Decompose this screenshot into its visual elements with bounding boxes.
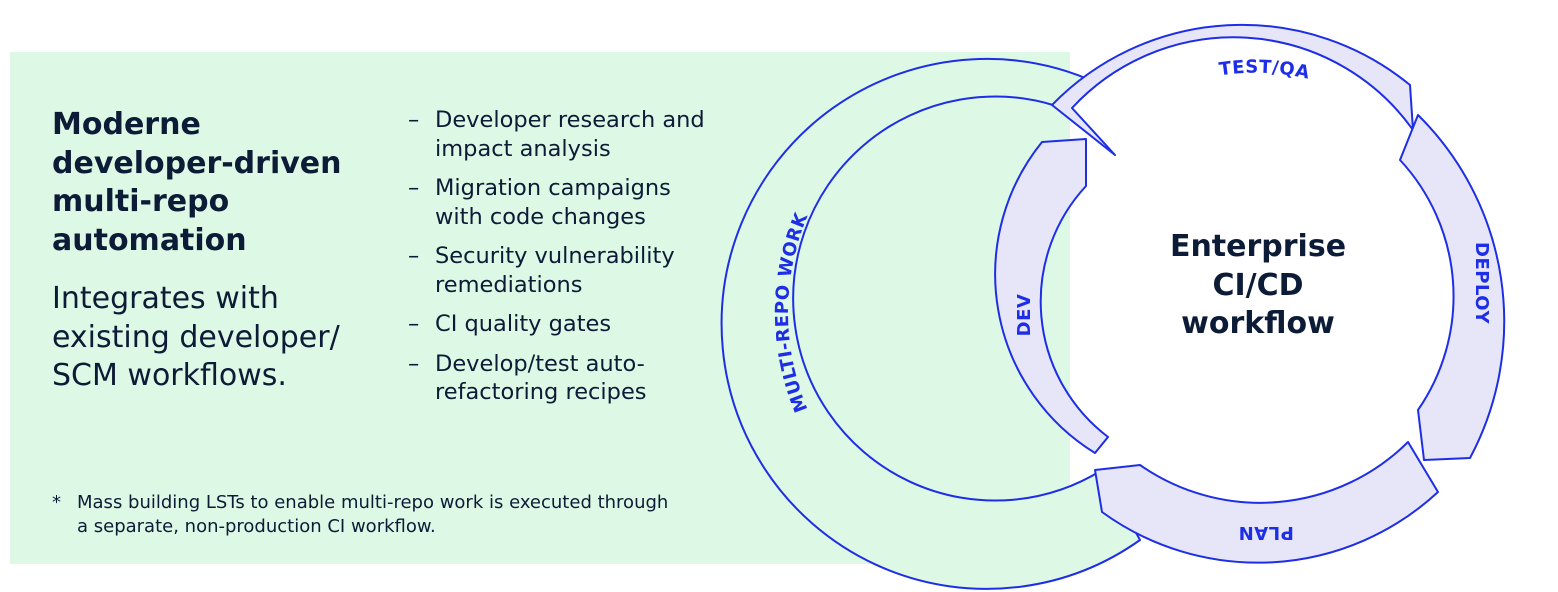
list-item: –CI quality gates [408, 310, 708, 339]
segment-test-qa [1051, 23, 1414, 156]
footnote-marker: * [52, 492, 61, 513]
plan-label: PLAN [1238, 522, 1294, 543]
list-item-text: Migration campaigns with code changes [435, 175, 671, 230]
feature-list: –Developer research and impact analysis … [408, 106, 708, 418]
segment-dev [994, 138, 1109, 454]
footnote-text: Mass building LSTs to enable multi-repo … [77, 492, 669, 537]
dash-marker: – [408, 175, 420, 201]
list-item-text: Developer research and impact analysis [435, 107, 705, 162]
dash-marker: – [408, 311, 420, 337]
test-qa-label: TEST/QA [1218, 57, 1312, 84]
center-title: Enterprise CI/CD workflow [1169, 229, 1347, 341]
footnote: * Mass building LSTs to enable multi-rep… [52, 491, 672, 539]
deploy-label: DEPLOY [1471, 242, 1492, 324]
multi-repo-work-arc [720, 57, 1141, 590]
dash-marker: – [408, 350, 420, 377]
list-item-text: Develop/test auto-refactoring recipes [435, 350, 647, 406]
segment-plan [1094, 441, 1439, 564]
list-item: –Developer research and impact analysis [408, 106, 708, 163]
subheading: Integrates with existing developer/ SCM … [52, 281, 340, 393]
list-item-text: Security vulnerability remediations [435, 243, 675, 298]
segment-deploy [1399, 114, 1506, 461]
list-item-text: CI quality gates [435, 311, 612, 337]
dash-marker: – [408, 243, 420, 269]
heading: Moderne developer-driven multi-repo auto… [52, 107, 342, 258]
dash-marker: – [408, 107, 420, 133]
dev-label: DEV [1014, 294, 1035, 337]
list-item: –Migration campaigns with code changes [408, 174, 708, 231]
list-item: –Develop/test auto-refactoring recipes [408, 350, 708, 407]
list-item: –Security vulnerability remediations [408, 242, 708, 299]
